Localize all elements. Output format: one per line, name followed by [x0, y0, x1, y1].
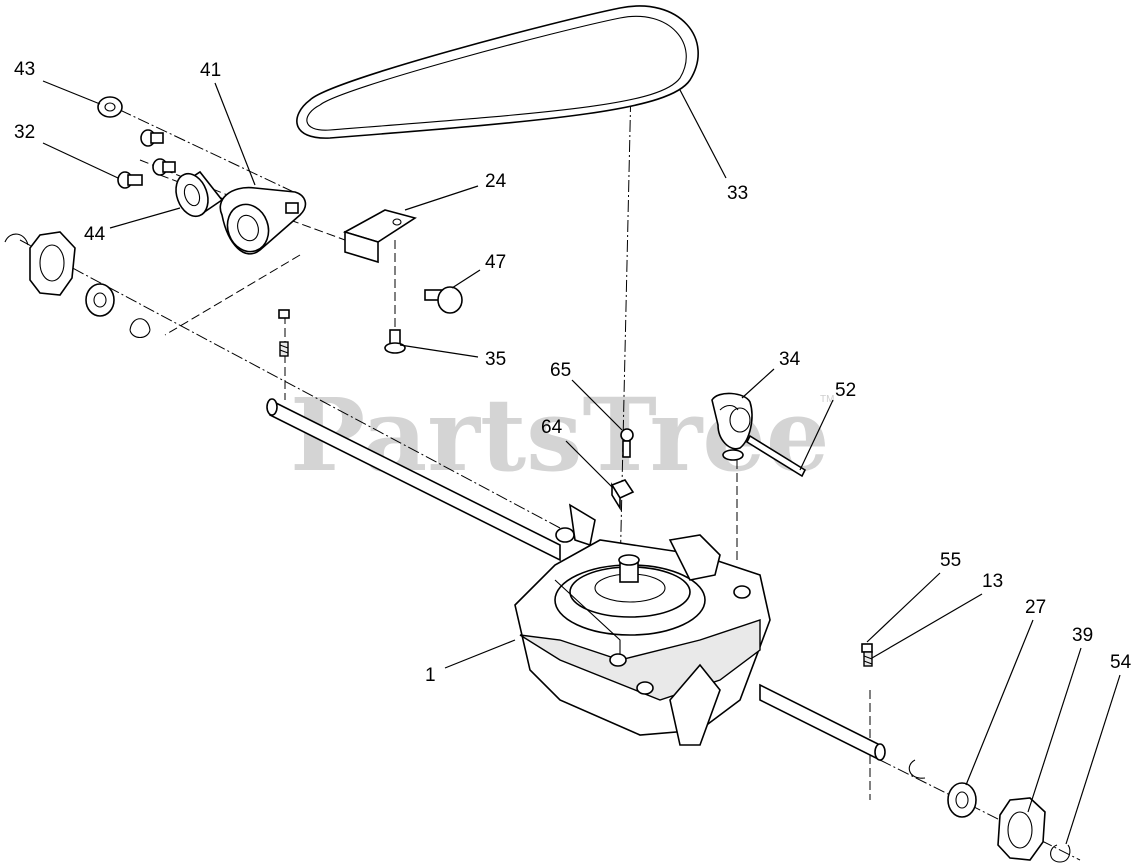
callout-65: 65 [550, 360, 571, 381]
callout-35: 35 [485, 349, 506, 370]
callout-64: 64 [541, 417, 563, 438]
axle [266, 398, 886, 762]
bearing-plate [219, 186, 307, 255]
callout-55: 55 [940, 550, 961, 571]
nut [97, 96, 123, 118]
callout-labels: 43 32 44 41 24 47 35 33 65 64 34 52 1 55… [14, 59, 1132, 686]
callout-39: 39 [1072, 625, 1093, 646]
left-key-spring [278, 309, 290, 357]
callout-32: 32 [14, 122, 35, 143]
control-lever [711, 392, 753, 461]
callout-27: 27 [1025, 597, 1046, 618]
screw [384, 329, 406, 354]
callout-34: 34 [779, 349, 801, 370]
transmission [514, 503, 771, 746]
callout-41: 41 [200, 60, 221, 81]
watermark-trademark: TM [820, 394, 834, 405]
roll-pin [745, 434, 807, 478]
callout-47: 47 [485, 252, 506, 273]
callout-44: 44 [84, 224, 106, 245]
callout-33: 33 [727, 183, 748, 204]
bearing [175, 170, 224, 218]
drive-belt [296, 5, 699, 139]
bracket [342, 209, 417, 264]
callout-24: 24 [485, 171, 507, 192]
callout-43: 43 [14, 59, 35, 80]
clevis-pin [424, 286, 463, 314]
carriage-bolts [117, 129, 176, 189]
watermark: PartsTree TM [290, 376, 834, 494]
callout-1: 1 [425, 665, 436, 686]
callout-13: 13 [982, 571, 1003, 592]
right-wheel-hardware [861, 643, 1071, 863]
screw-and-nut [610, 428, 635, 511]
left-wheel-hardware [4, 231, 151, 339]
leader-lines [42, 80, 1121, 845]
callout-52: 52 [835, 380, 856, 401]
callout-54: 54 [1110, 652, 1132, 673]
